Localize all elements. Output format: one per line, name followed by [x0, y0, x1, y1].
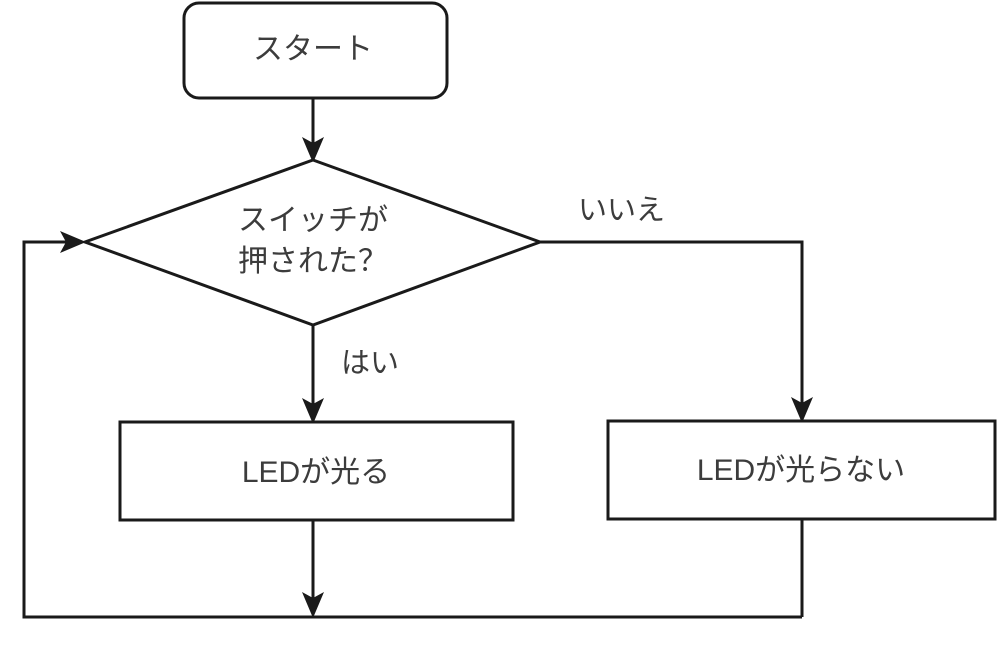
edge-label-yes: はい	[341, 348, 399, 380]
edge-decision-no-to-led-off	[538, 240, 804, 411]
edge-loop-back-to-decision	[22, 240, 802, 619]
node-decision[interactable]	[80, 158, 545, 327]
edge-label-no: いいえ	[578, 195, 665, 227]
node-decision-label-line1: スイッチが	[238, 204, 388, 237]
node-start-label: スタート	[253, 33, 373, 66]
node-process-led-off-label: LEDが光らない	[697, 454, 905, 487]
node-process-led-on-label: LEDが光る	[242, 456, 390, 489]
node-process-led-off[interactable]	[606, 419, 997, 521]
node-process-led-on[interactable]	[118, 420, 515, 522]
node-decision-label-line2: 押された？	[238, 245, 388, 278]
arrowhead-into-loop-bus	[302, 592, 324, 618]
arrowhead-into-led-off	[791, 397, 813, 423]
arrowhead-into-decision	[302, 137, 324, 163]
arrowhead-into-decision-left	[60, 231, 86, 253]
node-start[interactable]	[182, 1, 449, 100]
arrowhead-into-led-on	[302, 398, 324, 424]
